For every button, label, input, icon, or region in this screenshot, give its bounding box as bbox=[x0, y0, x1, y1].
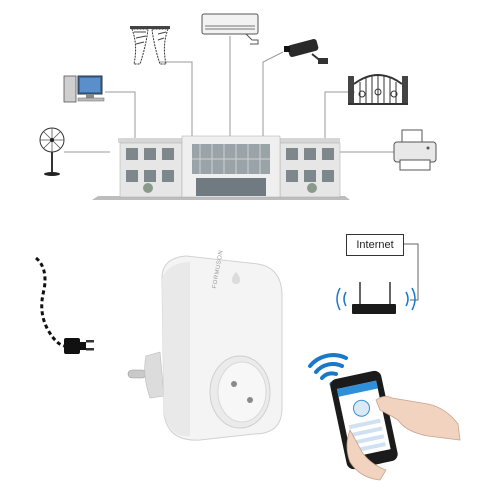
air-conditioner-icon bbox=[201, 13, 259, 45]
computer-icon bbox=[63, 75, 105, 103]
smart-plug-icon bbox=[127, 255, 283, 441]
printer-icon bbox=[393, 129, 437, 171]
power-plug-icon bbox=[34, 256, 94, 354]
internet-link-line bbox=[402, 243, 419, 301]
building-icon bbox=[92, 135, 350, 200]
hand-icon bbox=[346, 396, 461, 481]
internet-label-box: Internet bbox=[346, 234, 404, 256]
curtain-icon bbox=[130, 26, 170, 65]
router-icon bbox=[336, 282, 416, 314]
router-label: router bbox=[366, 296, 380, 302]
gate-icon bbox=[348, 74, 408, 105]
internet-label: Internet bbox=[356, 239, 394, 251]
connector-lines bbox=[64, 36, 395, 153]
wifi-icon bbox=[336, 287, 416, 311]
fan-icon bbox=[39, 127, 65, 176]
camera-icon bbox=[284, 38, 328, 64]
